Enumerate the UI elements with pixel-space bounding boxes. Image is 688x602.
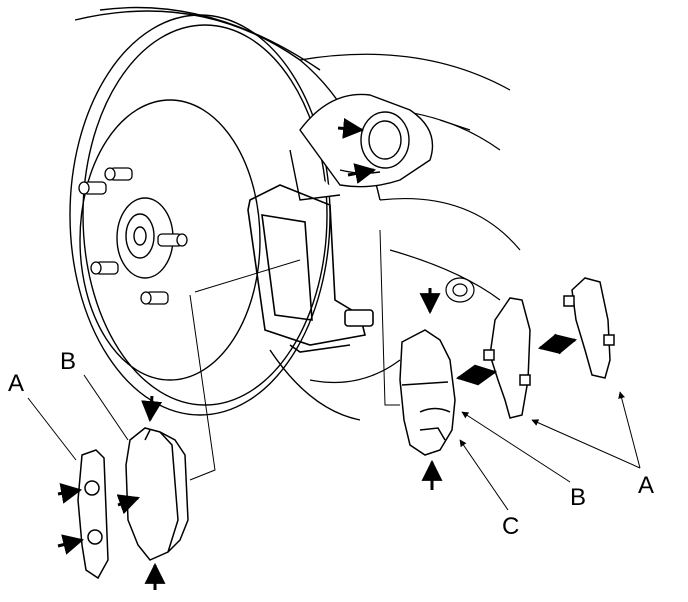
left-shim: [77, 449, 109, 580]
brake-rotor: [69, 6, 381, 421]
callout-a-left: A: [8, 370, 25, 397]
right-inner-shim: [483, 297, 531, 419]
callout-c-right: C: [502, 513, 520, 540]
lug-studs: [78, 167, 188, 305]
right-callout-lines: [459, 391, 641, 511]
left-brake-pad: [125, 427, 189, 561]
callout-b-right: B: [570, 484, 587, 511]
left-callout-lines: [27, 374, 129, 461]
left-pad-arrows: [57, 395, 166, 590]
leader-lines: [189, 229, 400, 481]
right-pad-arrows: [337, 117, 578, 490]
knuckle-outline: [299, 53, 521, 384]
caliper-bracket: [247, 184, 374, 353]
callout-a-right: A: [638, 472, 655, 499]
callout-b-left: B: [60, 348, 77, 375]
right-outer-shim: [563, 277, 615, 379]
wheel-hub: [116, 197, 174, 279]
right-brake-pad: [399, 329, 456, 456]
